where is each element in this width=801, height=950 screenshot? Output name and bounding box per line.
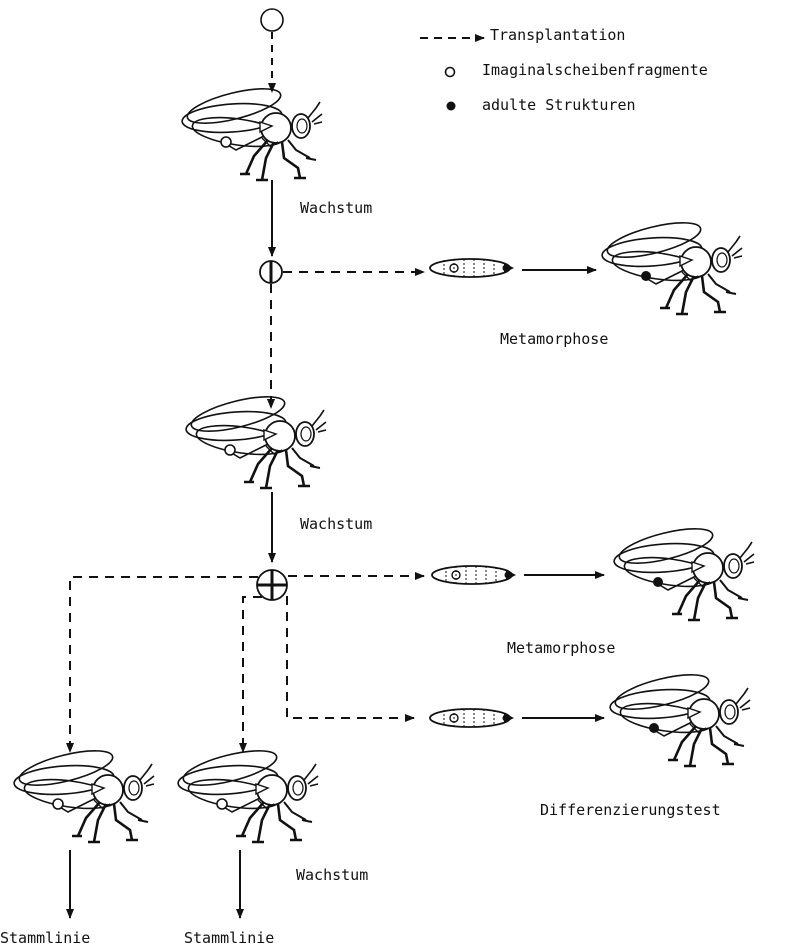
arrow-transplant-4 — [286, 596, 415, 722]
stemline-label-1: Stammlinie — [0, 929, 91, 947]
legend-adult-label: adulte Strukturen — [482, 96, 636, 114]
metamorphosis-label-2: Metamorphose — [507, 639, 616, 657]
growth-label-2: Wachstum — [300, 515, 373, 533]
fly-adult-3-icon — [607, 666, 752, 768]
growth-label-1: Wachstum — [300, 199, 373, 217]
start-disc — [260, 8, 284, 32]
differentiation-label: Differenzierungstest — [540, 801, 721, 819]
fly-1-icon — [179, 80, 324, 182]
metamorphosis-label-1: Metamorphose — [500, 330, 609, 348]
legend-open-circle-icon — [444, 66, 456, 78]
fly-3-icon — [11, 742, 156, 844]
legend-fragments-label: Imaginalscheibenfragmente — [482, 61, 708, 79]
quartered-disc-icon — [256, 569, 288, 601]
fly-adult-2-icon — [611, 520, 756, 622]
stemline-label-2: Stammlinie — [184, 929, 275, 947]
fly-4-icon — [175, 742, 320, 844]
halved-disc-icon — [259, 260, 283, 284]
fly-adult-1-icon — [599, 214, 744, 316]
arrow-transplant-5 — [66, 576, 258, 753]
legend-filled-circle-icon — [446, 101, 456, 111]
arrow-transplant-6 — [239, 596, 262, 753]
larva-1-icon — [429, 258, 515, 278]
growth-label-3: Wachstum — [296, 866, 369, 884]
larva-3-icon — [429, 708, 515, 728]
larva-2-icon — [431, 565, 517, 585]
fly-2-icon — [183, 388, 328, 490]
legend-transplantation-label: Transplantation — [490, 26, 626, 44]
